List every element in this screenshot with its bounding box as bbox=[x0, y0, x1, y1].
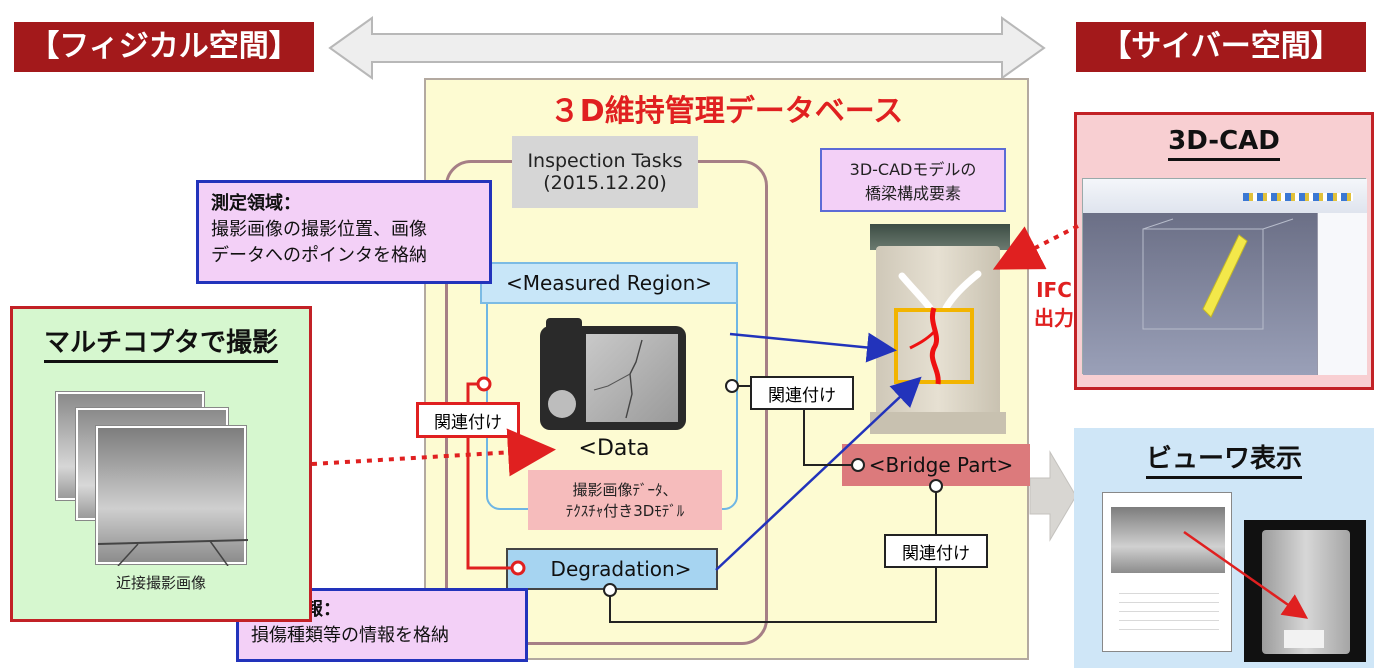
viewer-3d-model bbox=[1244, 520, 1366, 662]
physical-space-header: 【フィジカル空間】 bbox=[14, 22, 314, 72]
data-caption-box: 撮影画像ﾃﾞｰﾀ、 ﾃｸｽﾁｬ付き3Dﾓﾃﾞﾙ bbox=[528, 470, 722, 530]
measured-region-label: <Measured Region> bbox=[480, 262, 738, 304]
cad-element-line-2: 橋梁構成要素 bbox=[864, 184, 961, 203]
viewer-window bbox=[1102, 492, 1232, 652]
database-title: ３D維持管理データベース bbox=[549, 94, 904, 129]
cyber-space-header: 【サイバー空間】 bbox=[1076, 22, 1366, 72]
relation-label-data-bridge: 関連付け bbox=[750, 376, 854, 410]
cad-title-text: 3D-CAD bbox=[1168, 126, 1280, 161]
inspection-tasks-line-1: Inspection Tasks bbox=[527, 150, 683, 172]
ifc-line-2: 出力 bbox=[1034, 306, 1074, 330]
measurement-area-title: 測定領域： bbox=[211, 193, 301, 214]
cad-screenshot bbox=[1082, 178, 1367, 375]
viewer-title-text: ビューワ表示 bbox=[1145, 444, 1302, 479]
damage-info-line-1: 損傷種類等の情報を格納 bbox=[251, 625, 449, 646]
viewer-title: ビューワ表示 bbox=[1074, 438, 1374, 479]
camera-icon bbox=[540, 318, 686, 430]
data-caption-line-2: ﾃｸｽﾁｬ付き3Dﾓﾃﾞﾙ bbox=[565, 502, 685, 520]
data-label: <Data bbox=[578, 436, 650, 461]
data-caption-line-1: 撮影画像ﾃﾞｰﾀ、 bbox=[572, 481, 678, 499]
camera-screen bbox=[586, 334, 678, 422]
ifc-line-1: IFC bbox=[1036, 278, 1072, 302]
ifc-output-label: IFC 出力 bbox=[1024, 276, 1084, 340]
measurement-area-line-2: データへのポインタを格納 bbox=[211, 245, 427, 266]
measurement-area-callout: 測定領域： 撮影画像の撮影位置、画像 データへのポインタを格納 bbox=[196, 180, 492, 284]
physical-caption: 近接撮影画像 bbox=[115, 574, 206, 592]
cad-title: 3D-CAD bbox=[1074, 126, 1374, 166]
physical-title-text: マルチコプタで撮影 bbox=[43, 328, 278, 363]
relation-label-bridge-degradation: 関連付け bbox=[884, 534, 988, 568]
cad-element-caption: 3D-CADモデルの 橋梁構成要素 bbox=[820, 148, 1006, 212]
physical-title: マルチコプタで撮影 bbox=[10, 322, 312, 363]
inspection-tasks-label: Inspection Tasks (2015.12.20) bbox=[512, 136, 698, 208]
relation-label-red: 関連付け bbox=[416, 402, 520, 438]
close-up-photos-stack bbox=[56, 392, 248, 566]
measurement-area-line-1: 撮影画像の撮影位置、画像 bbox=[211, 219, 427, 240]
inspection-tasks-line-2: (2015.12.20) bbox=[543, 172, 667, 194]
right-grey-arrow bbox=[1029, 450, 1077, 542]
cad-element-line-1: 3D-CADモデルの bbox=[849, 160, 977, 179]
